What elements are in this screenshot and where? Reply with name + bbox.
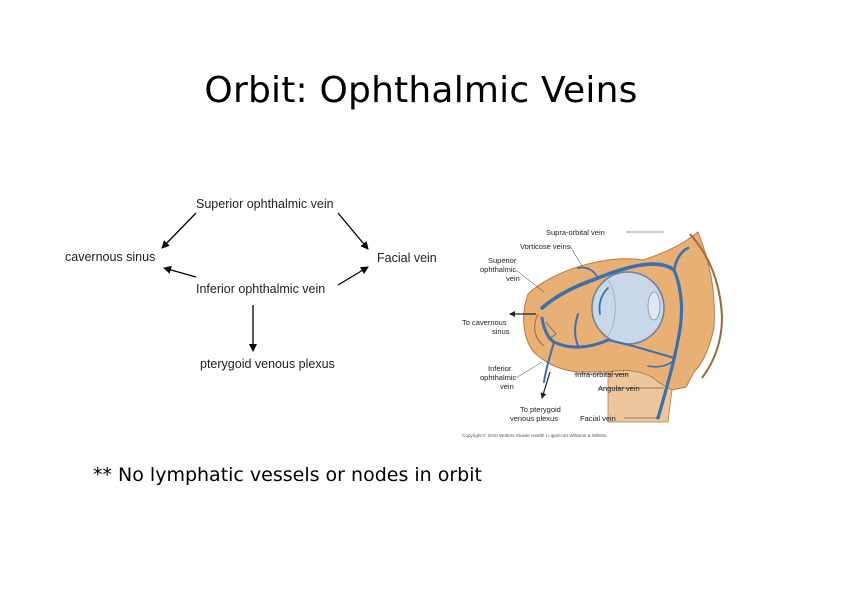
arrow-superior-to-facial [337, 212, 369, 250]
label-superior-line2: ophthalmic [480, 265, 517, 274]
label-superior-line3: vein [506, 274, 520, 283]
label-to-pterygoid-line1: To pterygoid [520, 405, 561, 414]
arrow-superior-to-cavernous [161, 212, 197, 249]
figure-copyright: Copyright © 2010 Wolters Kluwer Health |… [462, 432, 607, 438]
figure-leader-lines [515, 231, 664, 419]
slide-title: Orbit: Ophthalmic Veins [204, 70, 638, 111]
label-inferior-line1: Inferior [488, 364, 512, 373]
label-inferior-line2: ophthalmic [480, 373, 517, 382]
node-inferior-ophthalmic-vein: Inferior ophthalmic vein [196, 282, 326, 296]
label-facial-vein: Facial vein [580, 414, 616, 423]
label-supra-orbital-vein: Supra-orbital vein [546, 228, 605, 237]
node-cavernous-sinus: cavernous sinus [65, 250, 156, 264]
label-to-cavernous-line1: To cavernous [462, 318, 507, 327]
footnote-lymphatics: ** No lymphatic vessels or nodes in orbi… [93, 464, 482, 486]
eyeball-globe [591, 271, 665, 345]
label-angular-vein: Angular vein [598, 384, 640, 393]
node-pterygoid-venous-plexus: pterygoid venous plexus [200, 357, 335, 371]
vein-network [540, 246, 690, 420]
label-inferior-line3: vein [500, 382, 514, 391]
arrow-to-pterygoid-plexus [540, 371, 551, 399]
label-vorticose-veins: Vorticose veins [520, 242, 571, 251]
label-to-cavernous-line2: sinus [492, 327, 510, 336]
label-superior-line1: Superior [488, 256, 517, 265]
arrow-inferior-to-cavernous [163, 266, 197, 278]
orbit-veins-illustration: Supra-orbital vein Vorticose veins Super… [458, 222, 730, 442]
arrow-inferior-to-facial [337, 266, 369, 286]
label-to-pterygoid-line2: venous plexus [510, 414, 558, 423]
node-facial-vein: Facial vein [377, 251, 437, 265]
label-infra-orbital-vein: Infra-orbital vein [575, 370, 629, 379]
node-superior-ophthalmic-vein: Superior ophthalmic vein [196, 197, 334, 211]
